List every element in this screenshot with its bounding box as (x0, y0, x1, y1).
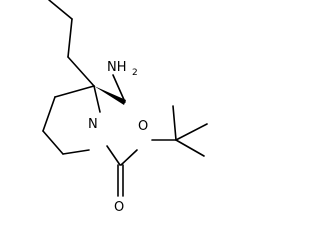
ring-nitrogen-label: N (88, 117, 98, 132)
ring-bond-n-c2 (93, 85, 101, 113)
propyl-bond-1 (48, 0, 73, 20)
aminomethyl-bond (112, 74, 126, 103)
stereo-wedge-bond (94, 86, 126, 105)
tbutyl-methyl-bond-1 (172, 105, 177, 141)
propyl-bond-3 (67, 56, 95, 87)
tbutyl-methyl-bond-3 (175, 139, 205, 157)
ester-oxygen-label: O (138, 119, 148, 134)
propyl-bond-2 (67, 18, 73, 58)
amine-nitrogen-label: NH (107, 60, 127, 75)
ring-bond-c4-c5 (42, 130, 64, 155)
ring-bond-c5-n (62, 149, 90, 155)
tbutyl-methyl-bond-2 (175, 123, 208, 141)
carbonyl-ester-bond (120, 149, 138, 166)
carbonyl-oxygen-label: O (114, 200, 124, 215)
molecule-drawing: NH 2 N O O (42, 0, 208, 215)
amine-hydrogen-subscript: 2 (132, 68, 138, 78)
structure-canvas: NH 2 N O O (42, 0, 208, 215)
ring-bond-c3-c4 (42, 96, 56, 132)
ring-bond-c2-c3 (54, 85, 95, 98)
n-carbonyl-bond (106, 145, 121, 166)
